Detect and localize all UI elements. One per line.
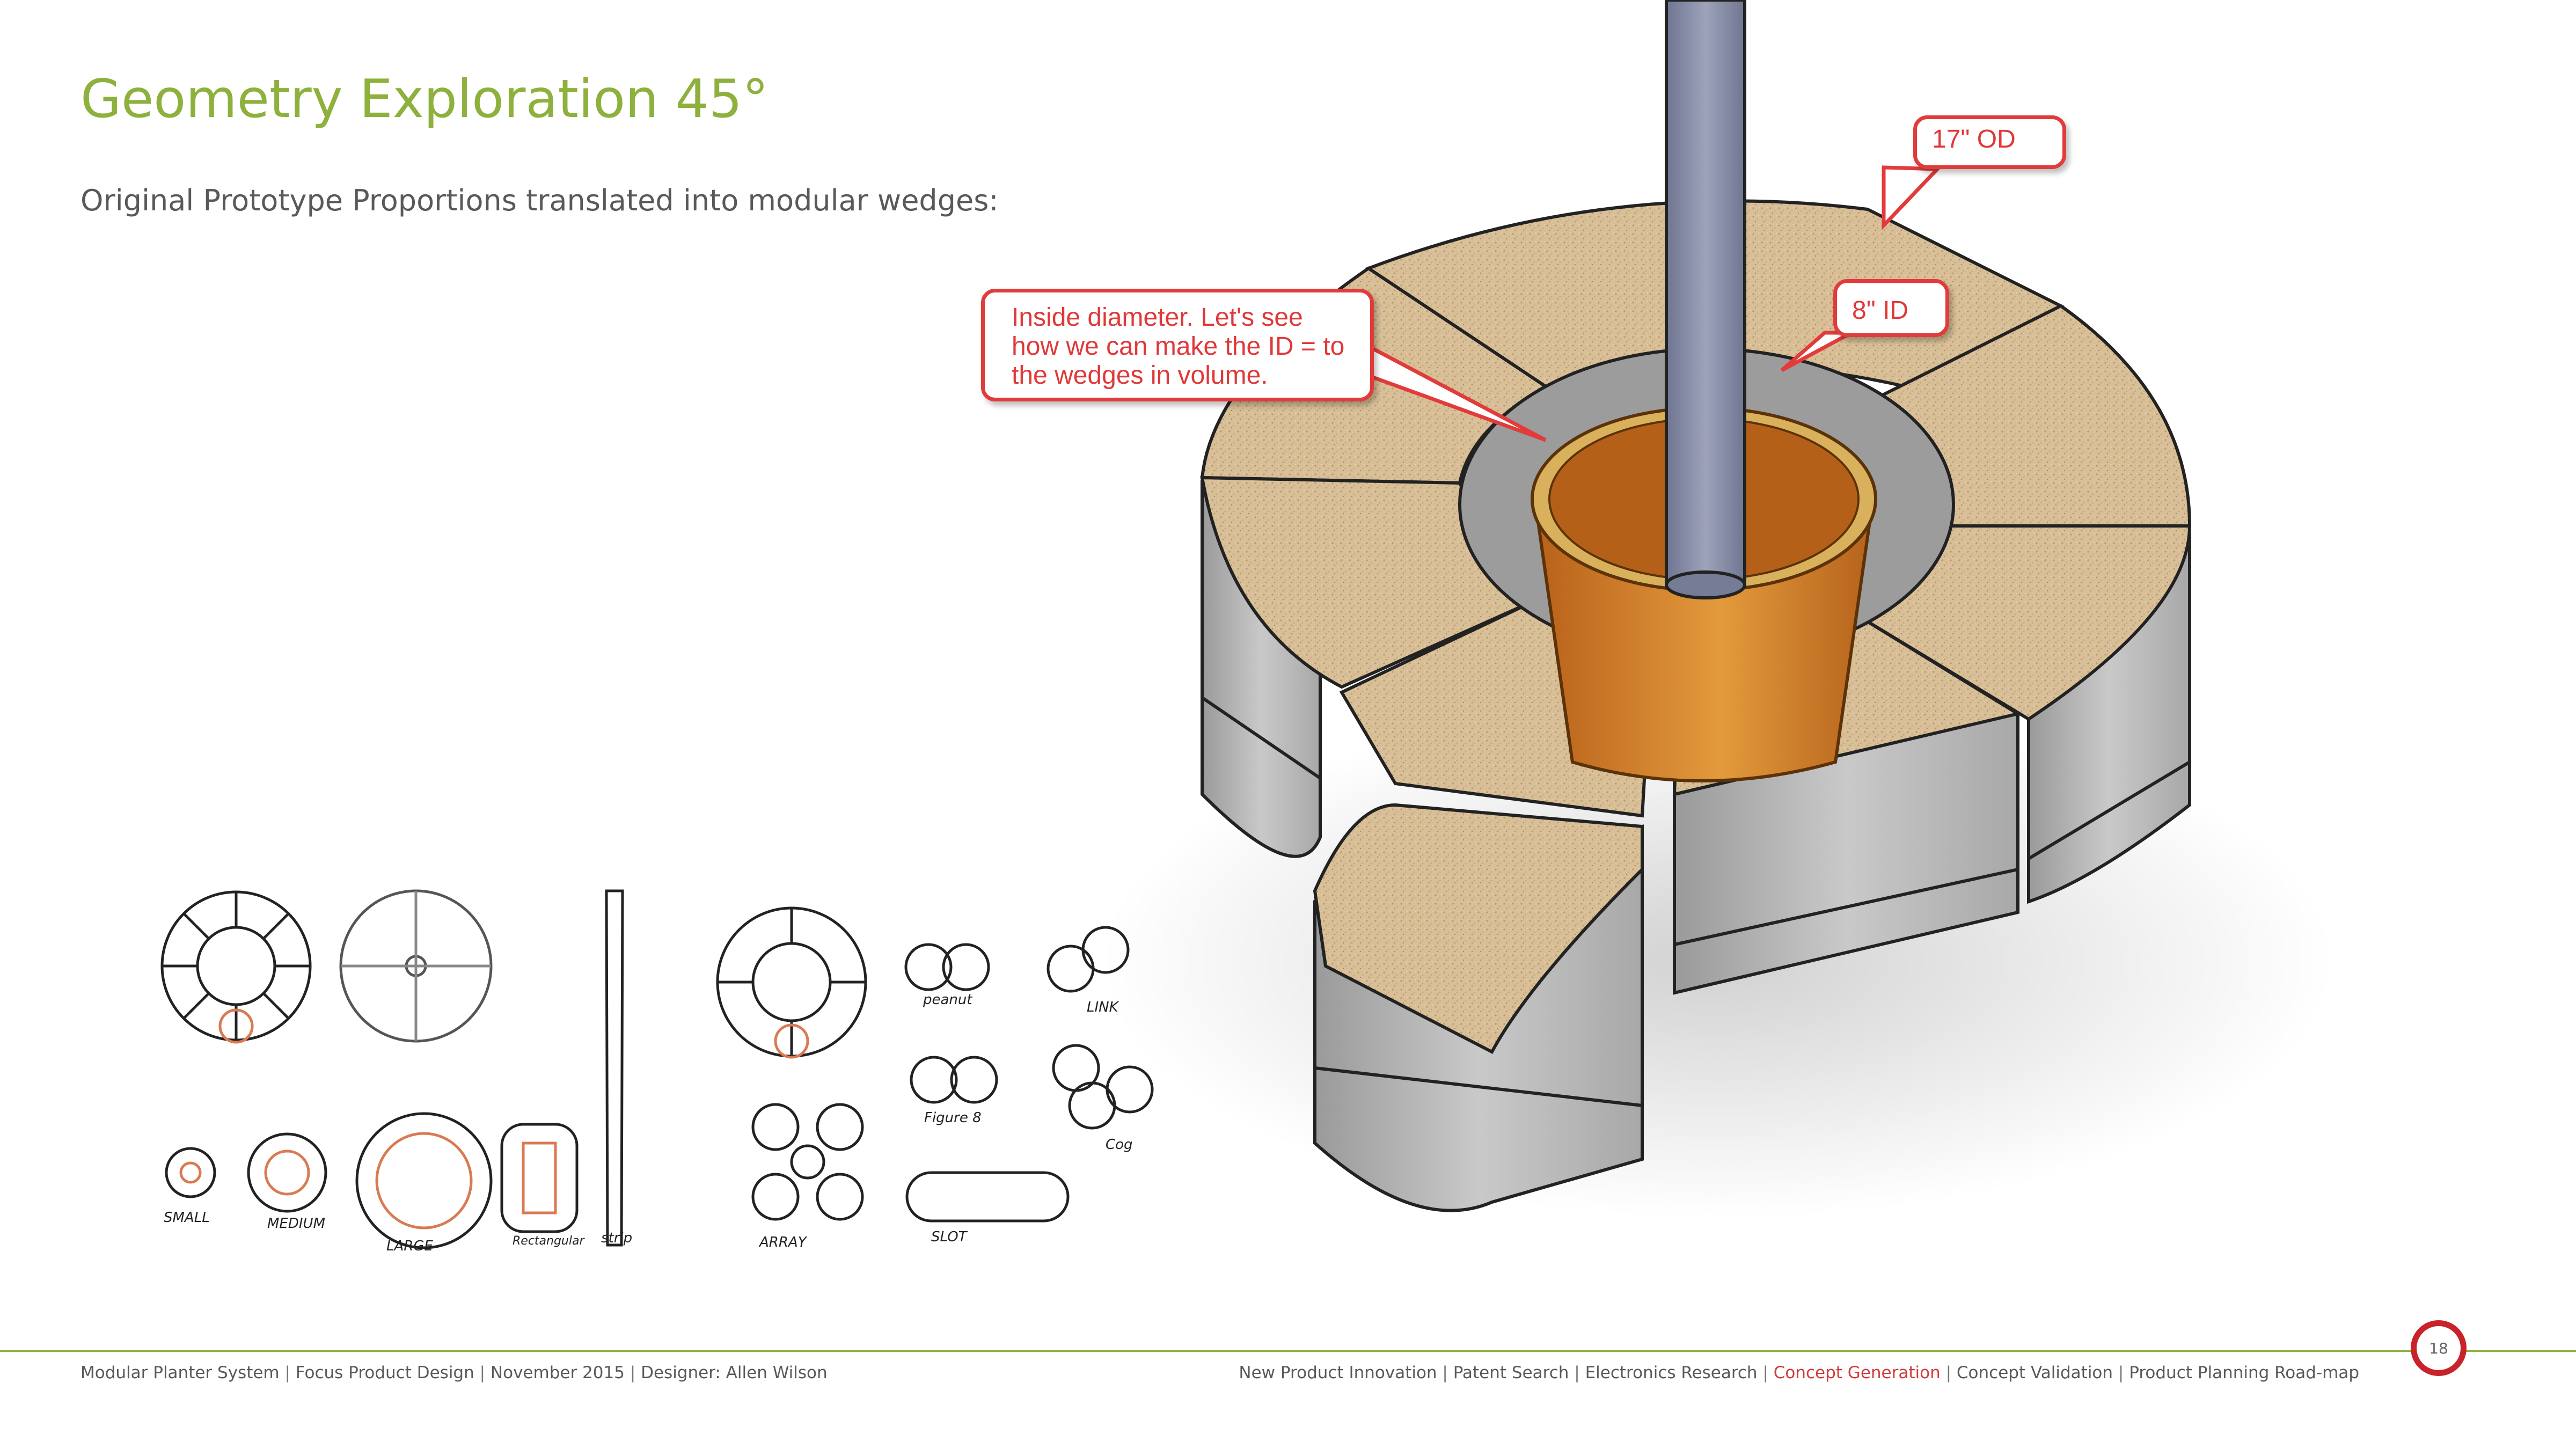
sketch-label-peanut: peanut	[923, 992, 972, 1008]
nav-product-planning-roadmap[interactable]: Product Planning Road-map	[2129, 1363, 2359, 1382]
callout-inside-line2: how we can make the ID = to	[1012, 332, 1345, 361]
page-number-badge: 18	[2411, 1320, 2467, 1376]
page-subtitle: Original Prototype Proportions translate…	[80, 184, 999, 217]
page-title: Geometry Exploration 45°	[80, 69, 769, 130]
callout-inside-line3: the wedges in volume.	[1012, 361, 1268, 390]
footer-designer: Designer: Allen Wilson	[641, 1363, 828, 1382]
center-pole	[1665, 0, 1746, 599]
footer-date: November 2015	[490, 1363, 625, 1382]
sketch-label-array: ARRAY	[759, 1234, 807, 1250]
callout-inside-line1: Inside diameter. Let's see	[1012, 303, 1303, 332]
footer-nav: New Product Innovation | Patent Search |…	[1239, 1363, 2359, 1382]
sketch-label-cog: Cog	[1106, 1137, 1133, 1153]
callout-inside-note: Inside diameter. Let's see how we can ma…	[981, 289, 1374, 401]
footer-project: Modular Planter System	[80, 1363, 280, 1382]
nav-electronics-research[interactable]: Electronics Research	[1585, 1363, 1758, 1382]
sketch-label-link: LINK	[1087, 999, 1118, 1015]
nav-concept-generation[interactable]: Concept Generation	[1773, 1363, 1941, 1382]
nav-patent-search[interactable]: Patent Search	[1453, 1363, 1569, 1382]
footer-divider	[0, 1350, 2576, 1352]
sketch-label-large: LARGE	[386, 1238, 433, 1254]
nav-concept-validation[interactable]: Concept Validation	[1956, 1363, 2113, 1382]
sketch-label-rectangular: Rectangular	[513, 1234, 584, 1248]
sketch-label-figure8: Figure 8	[924, 1110, 982, 1126]
sketch-label-medium: MEDIUM	[267, 1216, 326, 1232]
footer-company: Focus Product Design	[295, 1363, 474, 1382]
sketch-label-small: SMALL	[164, 1210, 210, 1226]
callout-inner-diameter: 8" ID	[1833, 279, 1949, 337]
page-number: 18	[2429, 1339, 2448, 1357]
callout-outer-diameter: 17" OD	[1913, 115, 2066, 169]
concept-sketches	[160, 889, 1154, 1249]
nav-new-product-innovation[interactable]: New Product Innovation	[1239, 1363, 1437, 1382]
footer-project-info: Modular Planter System | Focus Product D…	[80, 1363, 828, 1382]
sketch-label-strip: strip	[601, 1230, 633, 1246]
sketch-label-slot: SLOT	[931, 1229, 967, 1245]
callout-od-pointer	[1882, 165, 1942, 230]
